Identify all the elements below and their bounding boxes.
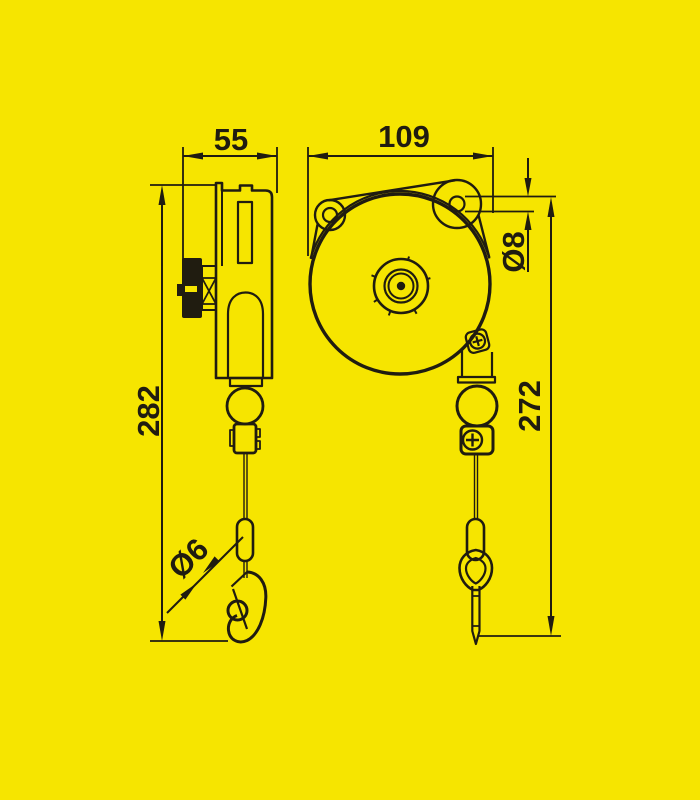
housing-outer-arc [309, 189, 491, 259]
dimension-cable-diameter: Ø6 [161, 531, 244, 614]
dimension-front-width: 109 [307, 119, 494, 256]
front-ball-joint [455, 384, 499, 428]
dim-label-109: 109 [378, 119, 430, 154]
dim-label-272: 272 [512, 380, 547, 432]
front-screw-block [459, 424, 495, 456]
dim-label-55: 55 [214, 122, 248, 157]
side-ferrule [235, 517, 255, 563]
front-cable [473, 454, 479, 519]
hook-eye [226, 599, 249, 622]
front-ferrule [465, 517, 486, 562]
cable-end-pin [471, 586, 481, 646]
thimble-loop [458, 548, 494, 592]
upper-screw-tab [464, 328, 491, 354]
dim-label-d8: Ø8 [496, 231, 531, 272]
side-ball-joint [225, 386, 265, 426]
side-housing-outline [214, 181, 274, 380]
dimension-side-height: 282 [131, 184, 228, 642]
side-arbor-slot [236, 200, 254, 265]
knob-tab [177, 284, 182, 296]
phillips-screw [461, 429, 484, 451]
side-bottom-step [228, 376, 264, 388]
drum-circle [308, 192, 492, 376]
left-lug-hole [321, 206, 339, 224]
dimension-front-height: 272 [478, 197, 561, 637]
dim-label-282: 282 [131, 385, 166, 437]
dim-label-d6: Ø6 [161, 531, 215, 585]
right-lug-hole [448, 195, 466, 213]
side-cable [243, 453, 248, 578]
lower-bracket [456, 349, 497, 384]
side-cable-funnel [226, 291, 265, 378]
snap-hook [226, 570, 268, 644]
dimension-hole-diameter: Ø8 [465, 158, 556, 273]
knob-groove [185, 286, 197, 292]
hub-center-dot [396, 281, 406, 291]
side-cable-clamp [229, 422, 261, 455]
right-lug [431, 178, 483, 230]
mounting-bracket [309, 178, 491, 260]
knob-shaft [201, 265, 217, 311]
front-view [308, 178, 499, 646]
dimension-side-width: 55 [182, 122, 278, 262]
drum-hub [371, 256, 431, 316]
side-view [177, 181, 274, 644]
